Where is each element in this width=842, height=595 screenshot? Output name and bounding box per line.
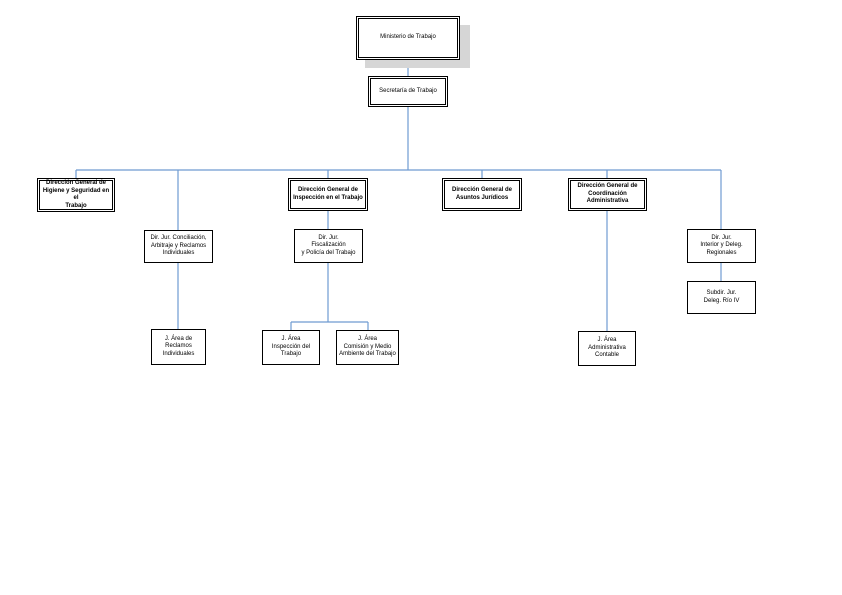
box-dir-fiscalizacion[interactable]: Dir. Jur. Fiscalización y Policía del Tr… xyxy=(294,229,363,263)
box-ministerio-de-trabajo[interactable]: Ministerio de Trabajo xyxy=(356,16,460,60)
subdir-rio-iv-label: Subdir. Jur. Deleg. Río IV xyxy=(703,290,740,304)
box-dg-coordinacion-administrativa[interactable]: Dirección General de Coordinación Admini… xyxy=(568,178,647,211)
box-subdir-deleg-rio-iv[interactable]: Subdir. Jur. Deleg. Río IV xyxy=(687,281,756,314)
dir-conciliacion-label: Dir. Jur. Conciliación, Arbitraje y Recl… xyxy=(150,235,207,257)
box-ja-inspeccion-trabajo[interactable]: J. Área Inspección del Trabajo xyxy=(262,330,320,365)
dg-juridicos-label: Dirección General de Asuntos Jurídicos xyxy=(451,187,513,201)
dg-higiene-label: Dirección General de Higiene y Seguridad… xyxy=(42,180,110,209)
dir-fiscalizacion-label: Dir. Jur. Fiscalización y Policía del Tr… xyxy=(301,234,356,256)
box-dir-conciliacion[interactable]: Dir. Jur. Conciliación, Arbitraje y Recl… xyxy=(144,230,213,263)
ja-comision-label: J. Área Comisión y Medio Ambiente del Tr… xyxy=(339,336,396,358)
box-ja-comision-medio-ambiente[interactable]: J. Área Comisión y Medio Ambiente del Tr… xyxy=(336,330,399,365)
secretaria-label: Secretaría de Trabajo xyxy=(379,87,437,94)
ja-reclamos-label: J. Área de Reclamos Individuales xyxy=(162,335,195,357)
dg-inspeccion-label: Dirección General de Inspección en el Tr… xyxy=(293,187,363,201)
box-dg-higiene-seguridad[interactable]: Dirección General de Higiene y Seguridad… xyxy=(37,178,115,212)
dg-coordinacion-label: Dirección General de Coordinación Admini… xyxy=(577,183,638,205)
box-ja-administrativa-contable[interactable]: J. Área Administrativa Contable xyxy=(578,331,636,366)
dir-interior-label: Dir. Jur. Interior y Deleg. Regionales xyxy=(700,234,743,256)
ja-inspeccion-label: J. Área Inspección del Trabajo xyxy=(271,336,311,358)
box-secretaria-de-trabajo[interactable]: Secretaría de Trabajo xyxy=(368,76,448,107)
box-ja-reclamos-individuales[interactable]: J. Área de Reclamos Individuales xyxy=(151,329,206,365)
box-dir-interior-regionales[interactable]: Dir. Jur. Interior y Deleg. Regionales xyxy=(687,229,756,263)
box-dg-inspeccion-trabajo[interactable]: Dirección General de Inspección en el Tr… xyxy=(288,178,368,211)
ministerio-label: Ministerio de Trabajo xyxy=(380,34,436,41)
box-dg-asuntos-juridicos[interactable]: Dirección General de Asuntos Jurídicos xyxy=(442,178,522,211)
ja-administrativa-label: J. Área Administrativa Contable xyxy=(588,337,626,359)
